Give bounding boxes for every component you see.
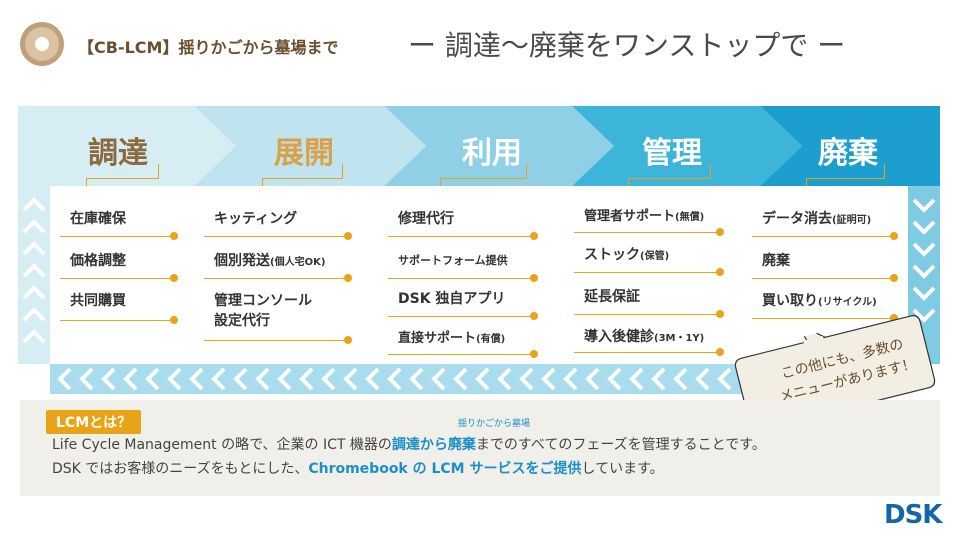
- item-dot: [890, 274, 898, 282]
- item-underline: [574, 232, 720, 233]
- item-dot: [530, 350, 538, 358]
- ruby-annotation: 揺りかごから墓場: [458, 419, 531, 429]
- card-item: データ消去(証明可): [762, 211, 872, 227]
- card-item: 共同購買: [70, 293, 126, 309]
- card-deploy: キッティング 個別発送(個人宅OK) 管理コンソール 設定代行: [204, 186, 360, 356]
- card-use: 修理代行 サポートフォーム提供 DSK 独自アプリ 直接サポート(有償): [388, 186, 548, 358]
- item-underline: [574, 314, 720, 315]
- item-dot: [530, 312, 538, 320]
- item-dot: [344, 336, 352, 344]
- stem-dispose: [884, 164, 885, 178]
- header-subtitle: ー 調達〜廃棄をワンストップで ー: [408, 29, 846, 62]
- card-item: 延長保証: [584, 289, 640, 305]
- item-dot: [716, 310, 724, 318]
- item-dot: [170, 274, 178, 282]
- header-title: 【CB-LCM】揺りかごから墓場まで: [78, 38, 339, 57]
- item-dot: [890, 314, 898, 322]
- item-dot: [170, 316, 178, 324]
- stem-h-deploy: [262, 178, 343, 179]
- card-item: 設定代行: [214, 313, 270, 329]
- item-underline: [204, 340, 348, 341]
- item-underline: [388, 278, 534, 279]
- card-item: 在庫確保: [70, 211, 126, 227]
- stem-deploy: [342, 164, 343, 178]
- item-underline: [752, 318, 894, 319]
- stage-label-procure: 調達: [88, 136, 148, 171]
- card-item: 管理コンソール: [214, 293, 312, 309]
- card-item: キッティング: [214, 211, 298, 227]
- info-line-1: Life Cycle Management の略で、企業の ICT 機器の調達か…: [52, 437, 766, 453]
- item-dot: [530, 232, 538, 240]
- stem-use: [526, 164, 527, 178]
- lcm-info-panel: [20, 400, 940, 496]
- item-underline: [204, 278, 348, 279]
- stage-label-manage: 管理: [642, 136, 702, 171]
- card-item: DSK 独自アプリ: [398, 291, 506, 307]
- item-underline: [388, 354, 534, 355]
- lcm-badge: LCMとは？: [46, 410, 142, 434]
- item-underline: [60, 278, 174, 279]
- stem-manage: [710, 164, 711, 178]
- item-underline: [574, 272, 720, 273]
- item-underline: [752, 278, 894, 279]
- card-item: 買い取り(リサイクル): [762, 293, 877, 309]
- card-item: 導入後健診(3M・1Y): [584, 329, 705, 345]
- stage-label-deploy: 展開: [274, 136, 334, 171]
- stem-h-manage: [628, 178, 711, 179]
- item-underline: [204, 236, 348, 237]
- stem-procure: [158, 164, 159, 178]
- card-item: 直接サポート(有償): [398, 331, 506, 346]
- dsk-logo: DSK: [884, 500, 942, 530]
- item-underline: [388, 316, 534, 317]
- card-manage: 管理者サポート(無償) ストック(保管) 延長保証 導入後健診(3M・1Y): [574, 186, 732, 356]
- card-item: 修理代行: [398, 211, 454, 227]
- donut-logo-icon: [20, 22, 64, 66]
- card-item: 価格調整: [70, 253, 126, 269]
- highlight-service: Chromebook の LCM サービスをご提供: [308, 461, 582, 477]
- item-underline: [60, 320, 174, 321]
- stem-h-procure: [86, 178, 159, 179]
- item-dot: [170, 232, 178, 240]
- card-item: 個別発送(個人宅OK): [214, 253, 326, 269]
- card-item: ストック(保管): [584, 247, 670, 263]
- stem-h-dispose: [806, 178, 885, 179]
- item-dot: [716, 348, 724, 356]
- item-dot: [716, 268, 724, 276]
- item-dot: [344, 232, 352, 240]
- item-underline: [388, 236, 534, 237]
- card-item: 管理者サポート(無償): [584, 209, 705, 224]
- stage-label-use: 利用: [462, 136, 522, 171]
- info-line-2: DSK ではお客様のニーズをもとにした、Chromebook の LCM サービ…: [52, 461, 664, 477]
- item-dot: [890, 232, 898, 240]
- item-dot: [344, 274, 352, 282]
- highlight-procure-dispose: 調達から廃棄: [391, 437, 476, 453]
- stem-h-use: [440, 178, 527, 179]
- card-item: サポートフォーム提供: [398, 254, 508, 267]
- item-underline: [752, 236, 894, 237]
- card-procure: 在庫確保 価格調整 共同購買: [60, 186, 186, 356]
- item-dot: [530, 274, 538, 282]
- item-underline: [60, 236, 174, 237]
- item-dot: [716, 228, 724, 236]
- card-item: 廃棄: [762, 253, 790, 269]
- stage-label-dispose: 廃棄: [818, 136, 878, 171]
- item-underline: [574, 352, 720, 353]
